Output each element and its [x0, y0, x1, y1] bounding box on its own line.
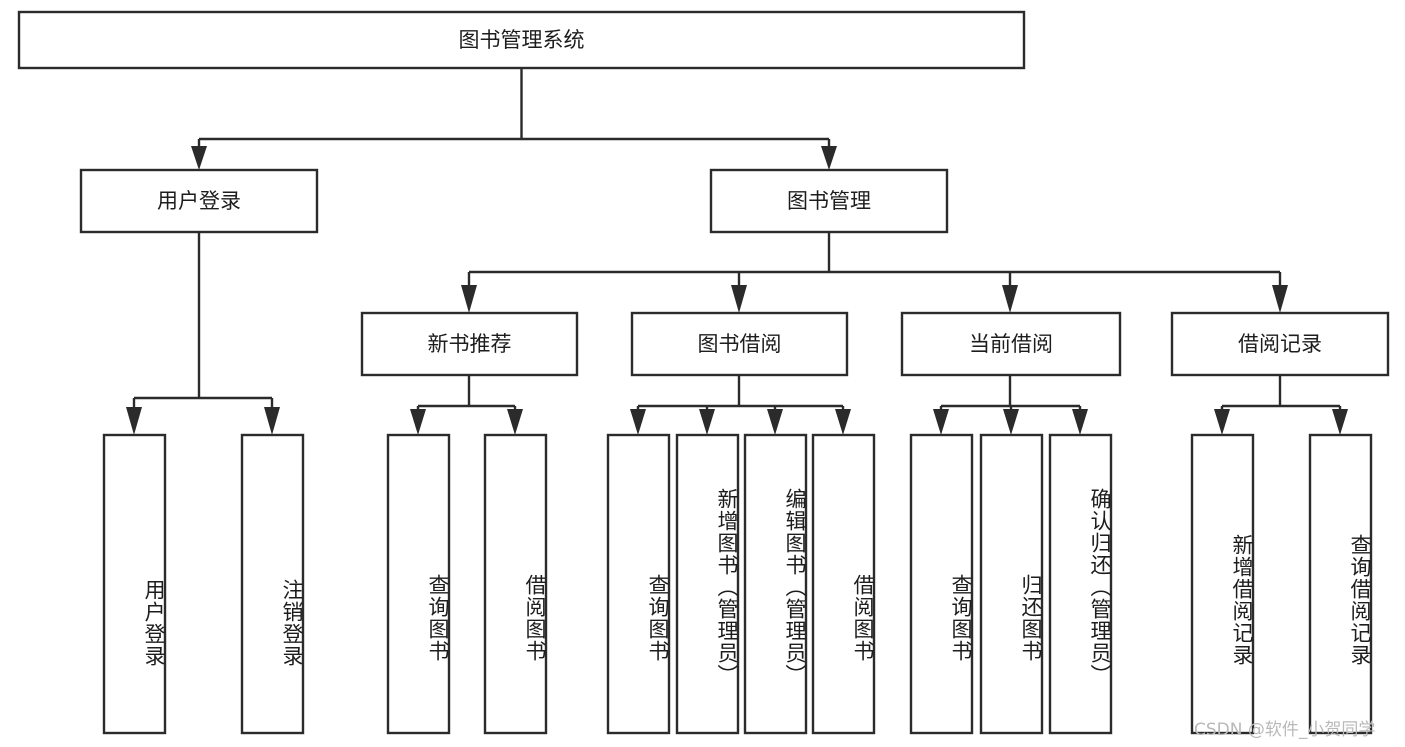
node-borrow-record[interactable]: 借阅记录 [1170, 311, 1390, 377]
edge-group-root-to-level2 [191, 68, 837, 170]
arrow-head-cb-to-confirm-return [1072, 409, 1088, 435]
arrow-head-cb-to-return-book [1003, 409, 1019, 435]
node-user-login-box[interactable] [79, 168, 319, 234]
leaf-box-borrow-book-2[interactable] [811, 433, 876, 735]
arrow-head-to-user-login [191, 146, 207, 170]
node-book-management[interactable]: 图书管理 [709, 168, 949, 234]
node-new-book-recommend-box[interactable] [360, 311, 579, 377]
node-new-book-recommend-label: 新书推荐 [428, 332, 512, 356]
arrow-head-to-book-mgmt [821, 146, 837, 170]
arrow-head-bb-to-query-book [630, 409, 646, 435]
node-current-borrow-box[interactable] [900, 311, 1122, 377]
node-book-borrow-box[interactable] [630, 311, 849, 377]
arrow-head-nbr-to-borrow-book [507, 409, 523, 435]
leaf-box-query-record[interactable] [1308, 433, 1373, 735]
arrow-head-to-new-book-rec [461, 285, 477, 313]
leaf-box-edit-book[interactable] [743, 433, 808, 735]
node-current-borrow[interactable]: 当前借阅 [900, 311, 1122, 377]
node-book-borrow-label: 图书借阅 [698, 332, 782, 356]
arrow-head-to-book-borrow [731, 285, 747, 313]
leaf-box-borrow-book-1[interactable] [483, 433, 548, 735]
node-root-box[interactable] [17, 10, 1026, 70]
node-root-label: 图书管理系统 [459, 28, 585, 52]
leaf-box-return-book[interactable] [979, 433, 1044, 735]
node-book-management-label: 图书管理 [787, 189, 871, 213]
arrow-head-to-borrow-record [1272, 285, 1288, 313]
node-current-borrow-label: 当前借阅 [969, 332, 1053, 356]
node-root[interactable]: 图书管理系统 [17, 10, 1026, 70]
leaf-box-query-book-1[interactable] [386, 433, 451, 735]
arrow-head-br-to-add-record [1214, 409, 1230, 435]
arrow-head-to-leaf-logout [264, 407, 280, 435]
edge-group-borrow-record-to-leaves [1214, 375, 1348, 435]
arrow-head-nbr-to-query-book [410, 409, 426, 435]
node-borrow-record-label: 借阅记录 [1238, 332, 1322, 356]
leaf-box-query-book-3[interactable] [909, 433, 974, 735]
csdn-watermark: CSDN @软件_小贺同学 [1194, 720, 1376, 740]
node-new-book-recommend[interactable]: 新书推荐 [360, 311, 579, 377]
node-book-borrow[interactable]: 图书借阅 [630, 311, 849, 377]
edge-group-current-borrow-to-leaves [933, 375, 1088, 435]
node-user-login[interactable]: 用户登录 [79, 168, 319, 234]
arrow-head-to-current-borrow [1002, 285, 1018, 313]
arrow-head-to-leaf-user-login [126, 407, 142, 435]
arrow-head-br-to-query-record [1332, 409, 1348, 435]
leaf-box-query-book-2[interactable] [606, 433, 671, 735]
edge-group-book-borrow-to-leaves [630, 375, 851, 435]
edge-group-user-login-to-leaves [126, 232, 280, 435]
leaf-box-confirm-return[interactable] [1048, 433, 1113, 735]
arrow-head-bb-to-add-book [699, 409, 715, 435]
arrow-head-cb-to-query-book [933, 409, 949, 435]
leaf-box-add-book[interactable] [675, 433, 740, 735]
edge-group-new-book-rec-to-leaves [410, 375, 523, 435]
node-book-management-box[interactable] [709, 168, 949, 234]
leaf-box-add-record[interactable] [1190, 433, 1255, 735]
arrow-head-bb-to-edit-book [767, 409, 783, 435]
leaf-box-group [102, 433, 1373, 735]
node-user-login-label: 用户登录 [157, 189, 241, 213]
arrow-head-bb-to-borrow-book [835, 409, 851, 435]
leaf-box-user-login[interactable] [102, 433, 167, 735]
leaf-box-logout[interactable] [240, 433, 305, 735]
edge-group-book-mgmt-to-level3 [461, 232, 1288, 313]
node-borrow-record-box[interactable] [1170, 311, 1390, 377]
